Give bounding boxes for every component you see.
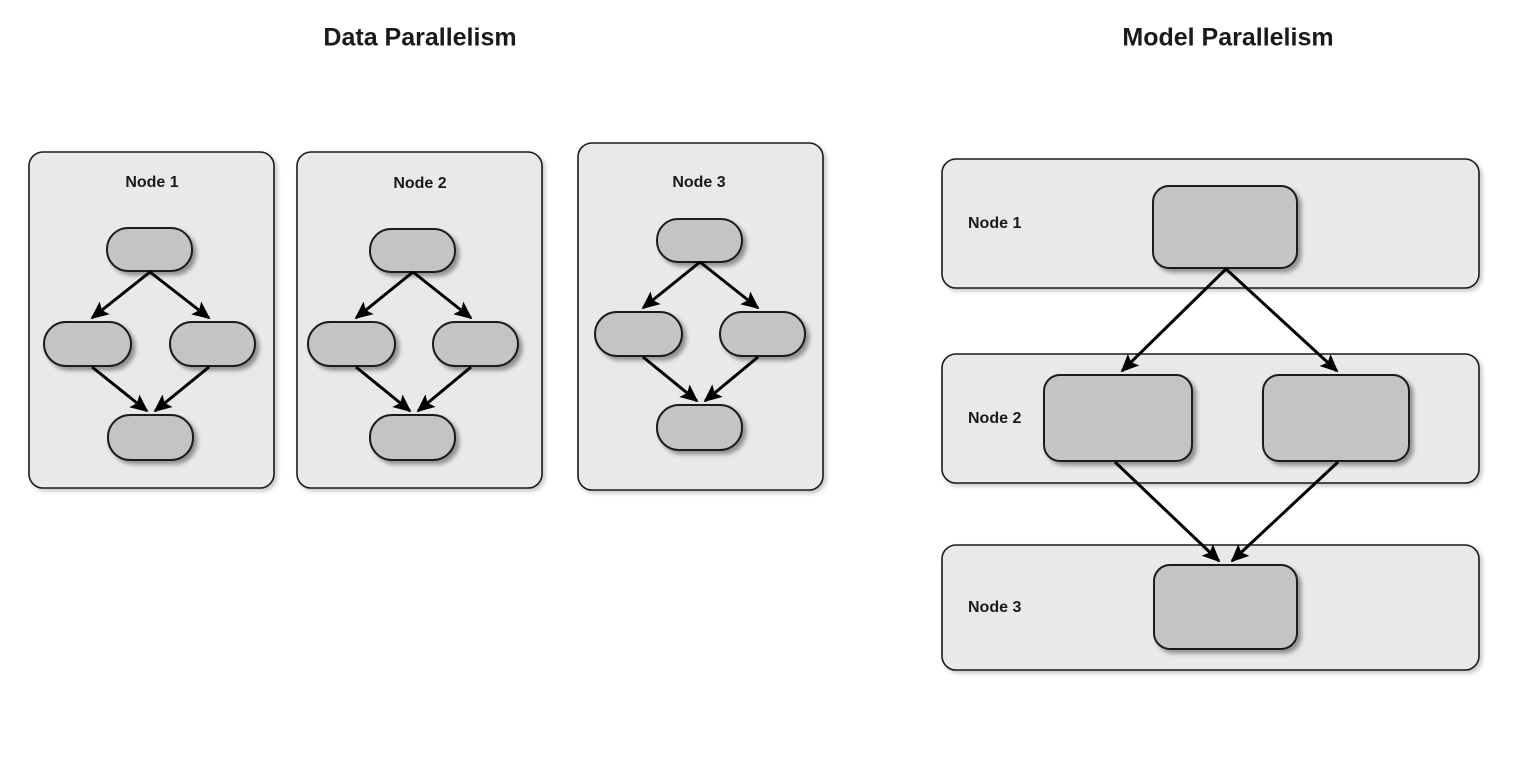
section-title-data-parallelism: Data Parallelism — [323, 24, 516, 52]
edge-dp2-e2 — [412, 270, 473, 320]
node-panel-dp-node-3[interactable] — [577, 142, 824, 491]
node-group-dp-node-1: Node 1 — [28, 151, 275, 489]
node-panel-dp-node-2[interactable] — [296, 151, 543, 489]
node-group-mp-node-3: Node 3 — [941, 544, 1480, 671]
edge-dp2-e1 — [354, 270, 414, 320]
edge-dp2-e4 — [416, 365, 472, 413]
block-dp1-left[interactable] — [43, 321, 132, 367]
edge-dp1-e2 — [149, 270, 211, 320]
block-dp3-right[interactable] — [719, 311, 806, 357]
edge-mp-e2 — [1224, 267, 1339, 373]
node-group-dp-node-2: Node 2 — [296, 151, 543, 489]
node-label-dp-node-2: Node 2 — [393, 175, 446, 192]
block-mp2-block-right[interactable] — [1262, 374, 1410, 462]
edge-mp-e1 — [1120, 267, 1228, 373]
block-dp1-top[interactable] — [106, 227, 193, 272]
edge-dp3-e1 — [641, 260, 701, 310]
node-label-mp-node-1: Node 1 — [968, 215, 1021, 232]
node-label-dp-node-1: Node 1 — [125, 174, 178, 191]
edge-mp-e4 — [1230, 460, 1340, 563]
block-dp2-right[interactable] — [432, 321, 519, 367]
block-dp3-bottom[interactable] — [656, 404, 743, 451]
block-dp2-top[interactable] — [369, 228, 456, 273]
block-dp3-left[interactable] — [594, 311, 683, 357]
edge-dp1-e3 — [91, 365, 149, 413]
block-mp3-block[interactable] — [1153, 564, 1298, 650]
edge-mp-e3 — [1113, 460, 1221, 563]
block-mp1-block[interactable] — [1152, 185, 1298, 269]
edge-dp1-e4 — [153, 365, 210, 413]
node-group-mp-node-2: Node 2 — [941, 353, 1480, 484]
node-panel-dp-node-1[interactable] — [28, 151, 275, 489]
node-group-dp-node-3: Node 3 — [577, 142, 824, 491]
edge-dp2-e3 — [355, 365, 412, 413]
node-label-dp-node-3: Node 3 — [672, 174, 725, 191]
block-dp3-top[interactable] — [656, 218, 743, 263]
node-group-mp-node-1: Node 1 — [941, 158, 1480, 289]
node-label-mp-node-2: Node 2 — [968, 410, 1021, 427]
block-dp2-left[interactable] — [307, 321, 396, 367]
edge-dp3-e3 — [642, 355, 699, 403]
block-mp2-block-left[interactable] — [1043, 374, 1193, 462]
edge-dp3-e4 — [703, 355, 759, 403]
section-title-model-parallelism: Model Parallelism — [1122, 24, 1333, 52]
node-label-mp-node-3: Node 3 — [968, 599, 1021, 616]
edge-dp3-e2 — [699, 260, 760, 310]
block-dp1-right[interactable] — [169, 321, 256, 367]
block-dp2-bottom[interactable] — [369, 414, 456, 461]
block-dp1-bottom[interactable] — [107, 414, 194, 461]
edge-dp1-e1 — [90, 270, 151, 320]
